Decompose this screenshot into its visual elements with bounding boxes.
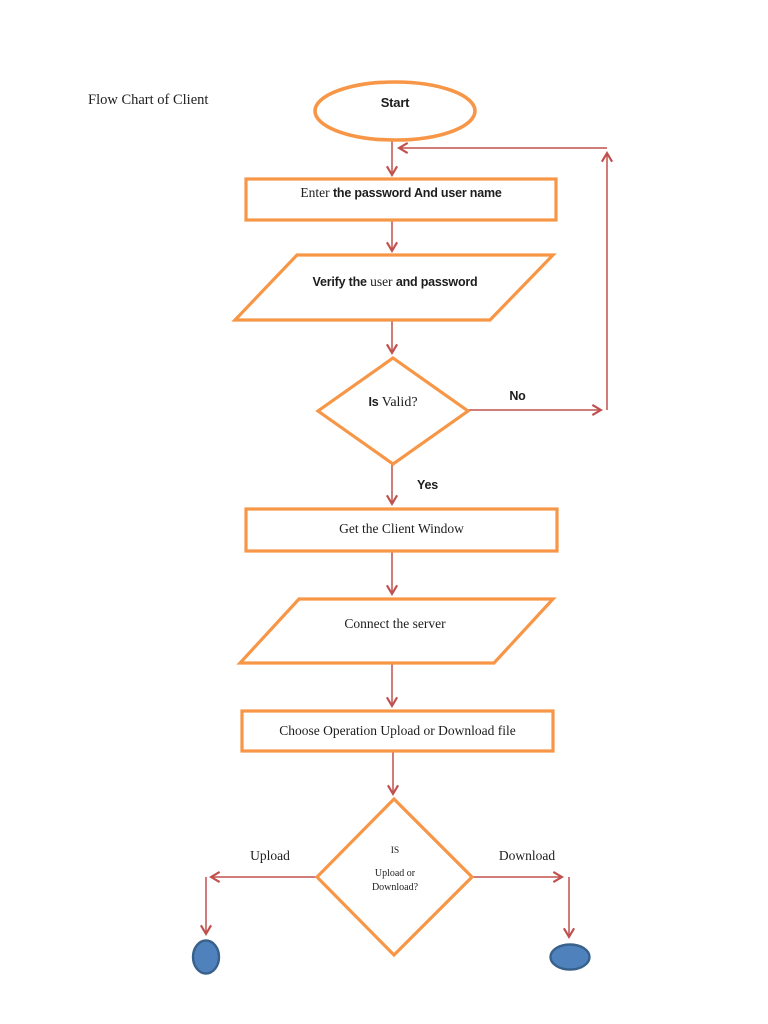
process-enter-credentials-shape [244,177,558,222]
verify-label-part2: user [370,274,393,289]
upload-edge-label: Upload [250,848,290,863]
end-upload-terminator-shape [191,939,221,975]
no-edge-label: No [509,389,526,403]
decision-upload-or-download-shape [314,796,475,958]
io-verify-shape [231,253,557,322]
upload-or-download-label-line2: Upload or [374,868,416,879]
is-valid-label: Is Valid? [318,394,468,411]
decision-is-valid-shape [315,356,471,466]
connect-server-label: Connect the server [344,616,446,631]
start-label: Start [380,95,410,110]
page-title: Flow Chart of Client [88,92,209,108]
get-client-window-label: Get the Client Window [339,521,464,536]
verify-label: Verify the user and password [250,274,540,290]
end-download-terminator-shape [549,943,591,971]
io-connect-server-shape [236,597,557,665]
shapes [231,80,559,958]
yes-edge-label: Yes [417,478,438,492]
enter-credentials-label: Enter the password And user name [246,185,556,201]
choose-operation-label: Choose Operation Upload or Download file [279,723,516,738]
verify-label-part1: Verify the [312,275,371,289]
process-get-client-window-shape [244,507,559,553]
connectors [199,141,614,940]
end-terminators [191,939,591,975]
start-terminator-shape [313,80,477,142]
is-valid-label-part1: Is [368,395,382,409]
process-choose-operation-shape [240,709,555,753]
verify-label-part3: and password [392,275,478,289]
upload-or-download-label-line1: IS [390,846,400,856]
download-edge-label: Download [498,848,556,863]
enter-credentials-label-sans-part: the password And user name [332,186,502,200]
is-valid-label-part2: Valid? [381,395,418,410]
enter-credentials-label-serif-part: Enter [300,185,333,200]
upload-or-download-label-line3: Download? [371,882,419,893]
